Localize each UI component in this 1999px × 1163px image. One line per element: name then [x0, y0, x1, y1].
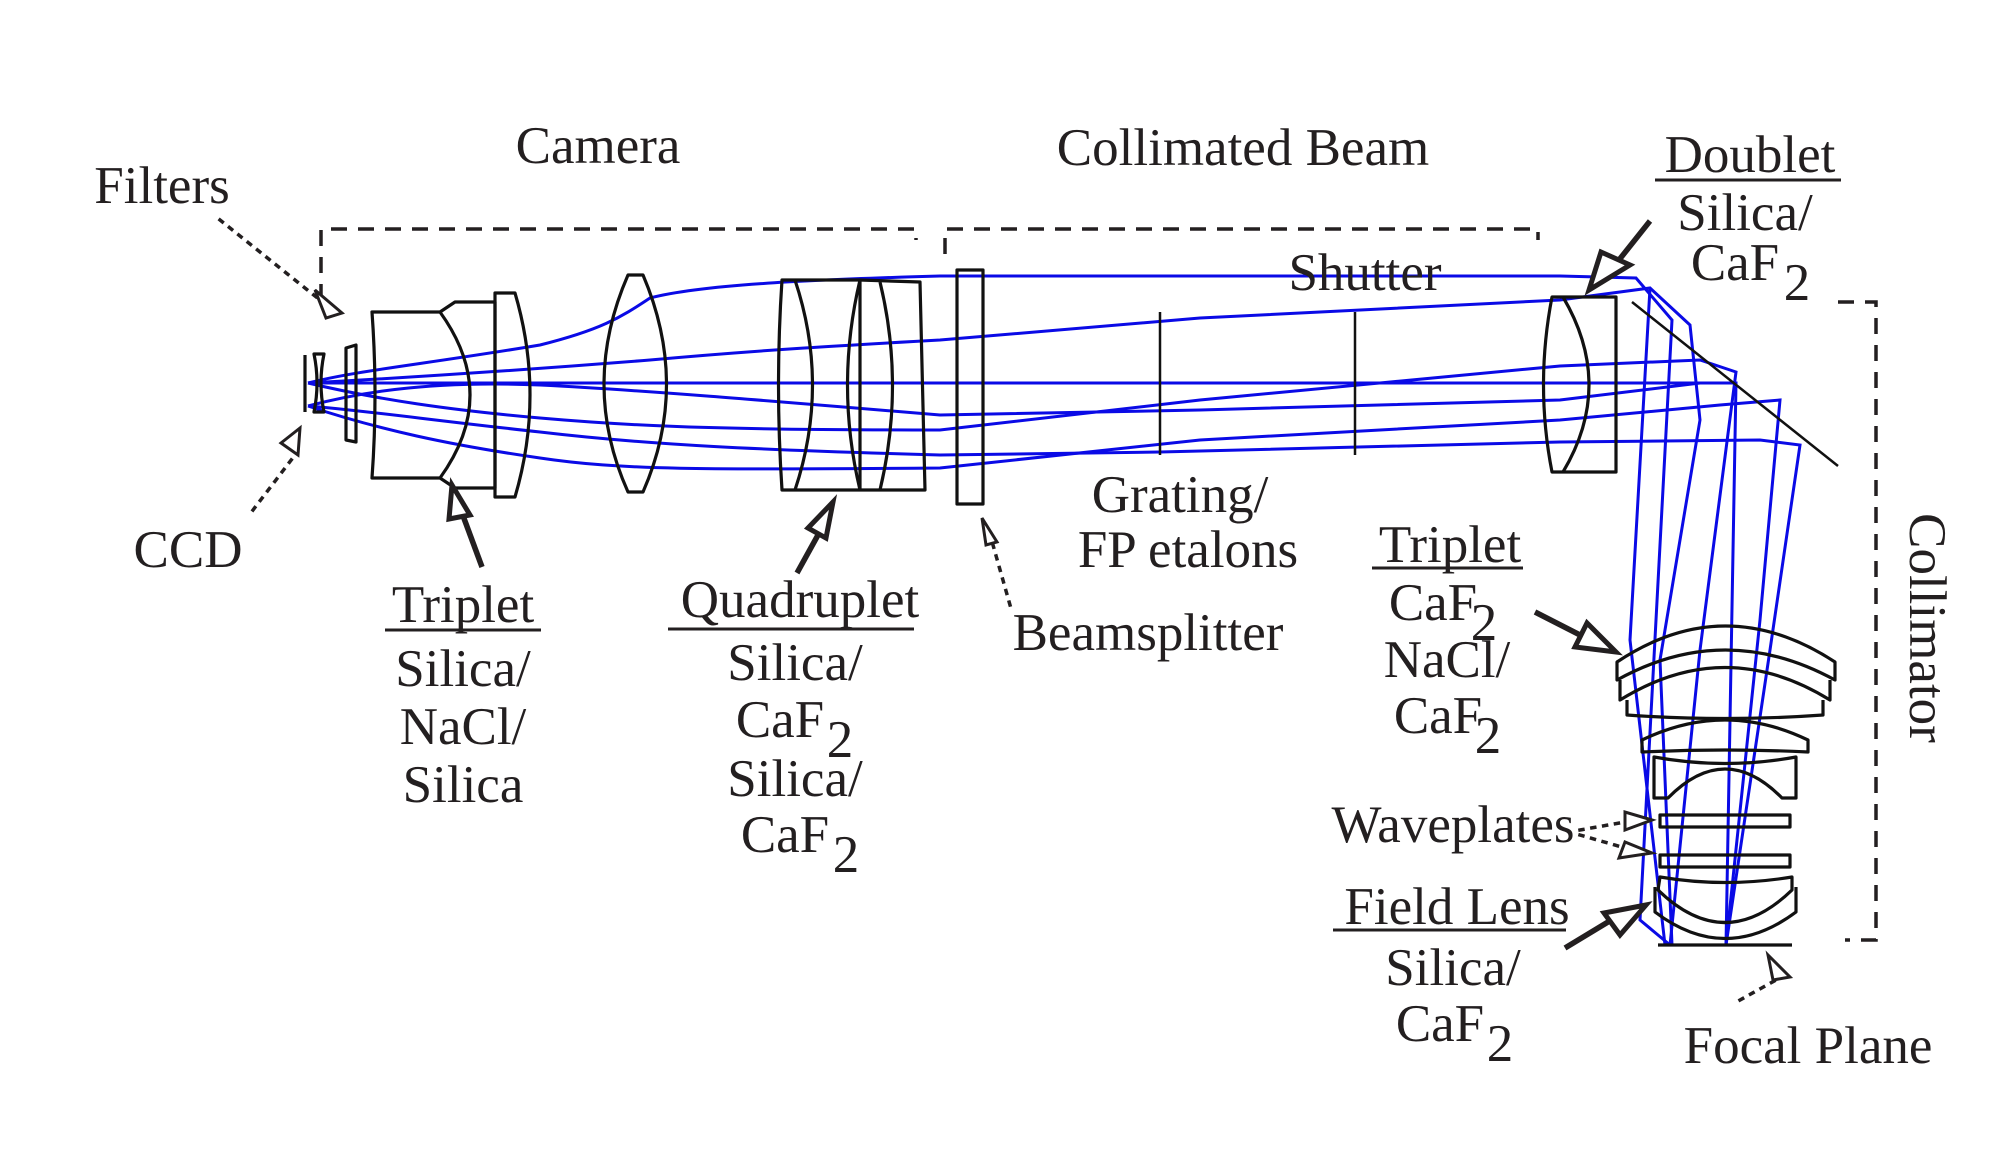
collimator-triplet-title: Triplet: [1379, 516, 1522, 574]
doublet-material: CaF: [1691, 234, 1779, 292]
focal-plane-label: Focal Plane: [1684, 1017, 1933, 1075]
camera-singlet-lens: [602, 273, 669, 494]
ray: [307, 404, 1802, 946]
collimated-beam-section-label: Collimated Beam: [1057, 119, 1429, 177]
filters-label: Filters: [94, 157, 229, 215]
ray: [307, 398, 1782, 946]
quadruplet-lens: [776, 278, 927, 492]
collimator-section-label: Collimator: [1898, 513, 1956, 743]
field-lens: [1653, 875, 1798, 940]
collimator-triplet-label: Triplet CaF 2 NaCl/ CaF 2: [1372, 516, 1523, 765]
waveplate-2: [1658, 853, 1792, 869]
collimator-triplet-material: CaF: [1389, 574, 1477, 632]
field-lens-material: Silica/: [1385, 939, 1521, 997]
camera-triplet-title: Triplet: [392, 576, 535, 634]
quadruplet-material: Silica/: [727, 750, 863, 808]
collimator-triplet-lens: [1615, 624, 1837, 721]
beamsplitter-label: Beamsplitter: [1013, 604, 1284, 662]
doublet-title: Doublet: [1665, 126, 1836, 184]
field-lens-subscript: 2: [1487, 1015, 1514, 1073]
ccd-label: CCD: [134, 521, 243, 579]
collimator-triplet-material: CaF: [1394, 687, 1482, 745]
ccd-leader-arrow: [250, 424, 302, 513]
quadruplet-material: Silica/: [727, 634, 863, 692]
ray: [307, 286, 1702, 946]
doublet-arrow: [1584, 219, 1653, 296]
ray: [308, 381, 1738, 946]
camera-triplet-material: Silica: [403, 756, 524, 814]
doublet-material: Silica/: [1677, 184, 1813, 242]
quadruplet-material: CaF: [741, 806, 829, 864]
collimator-bracket: [1838, 300, 1878, 942]
collimator-triplet-material: NaCl/: [1384, 631, 1511, 689]
fold-mirror: [1631, 301, 1839, 467]
ray: [307, 381, 1701, 417]
ray: [307, 358, 1738, 946]
field-lens-label: Field Lens Silica/ CaF 2: [1333, 878, 1570, 1073]
quadruplet-arrow: [794, 494, 838, 575]
field-lens-material: CaF: [1396, 995, 1484, 1053]
collimator-triplet-arrow: [1533, 609, 1623, 656]
camera-triplet-arrow: [446, 477, 485, 568]
camera-section-label: Camera: [516, 117, 681, 175]
shutter-label: Shutter: [1288, 244, 1441, 302]
quadruplet-title: Quadruplet: [681, 571, 920, 629]
filter-plate: [344, 343, 358, 444]
collimator-meniscus-lens: [1640, 718, 1810, 754]
waveplates-label: Waveplates: [1332, 796, 1575, 854]
beamsplitter-leader-arrow: [980, 517, 1013, 608]
camera-triplet-material: Silica/: [395, 640, 531, 698]
waveplates-leader-arrows: [1577, 809, 1658, 860]
field-lens-title: Field Lens: [1344, 878, 1569, 936]
field-lens-arrow: [1563, 901, 1653, 951]
waveplate-1: [1658, 813, 1792, 829]
doublet-lens: [1541, 295, 1618, 474]
grating-label-line2: FP etalons: [1078, 521, 1298, 579]
filters-leader-arrow: [217, 217, 346, 320]
doublet-subscript: 2: [1784, 254, 1811, 312]
quadruplet-subscript: 2: [833, 826, 860, 884]
ccd-detector: [303, 352, 326, 414]
ray: [1628, 287, 1667, 946]
quadruplet-material: CaF: [736, 691, 824, 749]
quadruplet-subscript: 2: [827, 711, 854, 769]
quadruplet-label: Quadruplet Silica/ CaF 2 Silica/ CaF 2: [668, 571, 919, 884]
collimated-beam-bracket: [943, 227, 1540, 254]
collimator-triplet-subscript: 2: [1471, 594, 1498, 652]
beamsplitter: [955, 268, 985, 506]
camera-triplet-label: Triplet Silica/ NaCl/ Silica: [385, 576, 541, 814]
focal-plane-leader-arrow: [1737, 950, 1794, 1003]
doublet-label: Doublet Silica/ CaF 2: [1655, 126, 1841, 312]
camera-bracket: [319, 227, 918, 300]
camera-triplet-material: NaCl/: [400, 698, 527, 756]
collimator-triplet-subscript: 2: [1475, 707, 1502, 765]
camera-triplet-lens: [370, 291, 532, 499]
collimator-negative-lens: [1652, 755, 1798, 800]
grating-label-line1: Grating/: [1092, 466, 1269, 524]
